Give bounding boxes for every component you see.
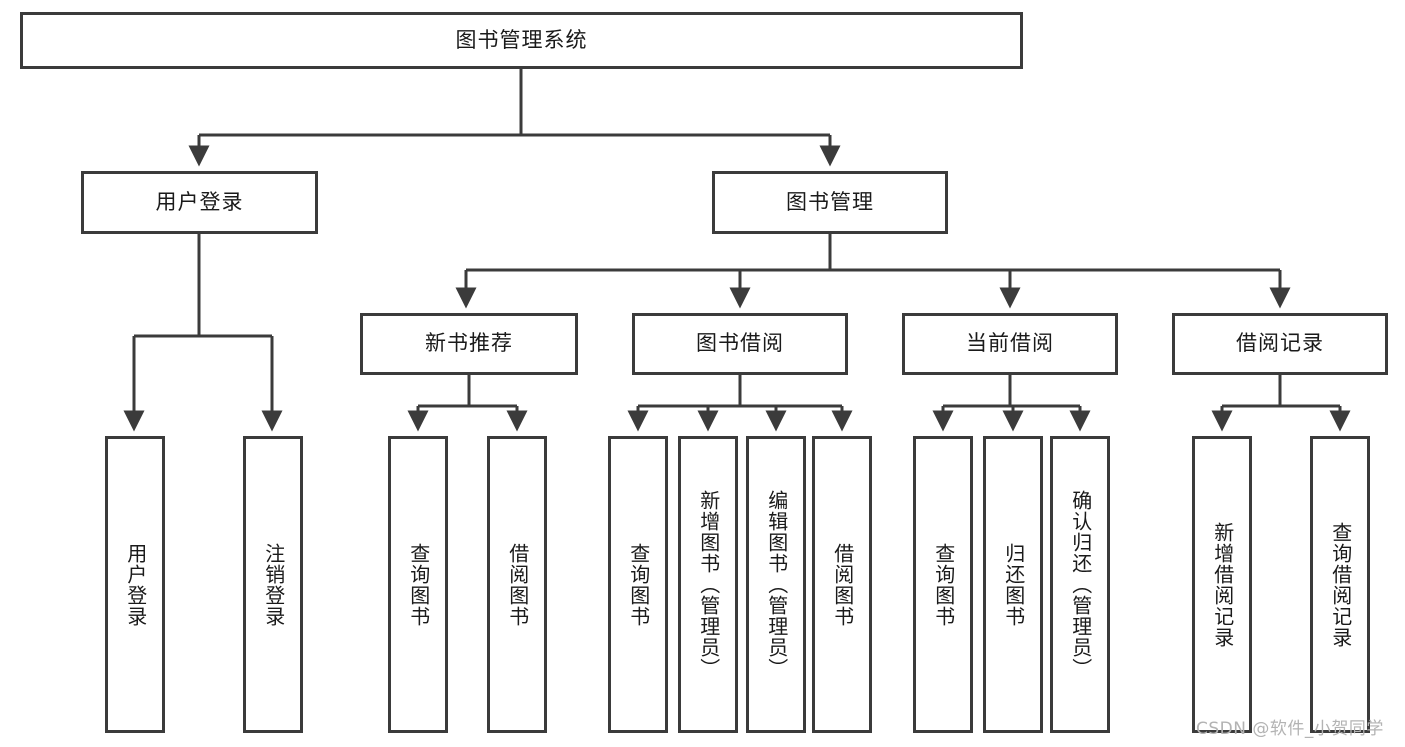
node-borrow-record[interactable]: 借阅记录 — [1172, 313, 1388, 375]
node-current-borrow[interactable]: 当前借阅 — [902, 313, 1118, 375]
node-root-label: 图书管理系统 — [455, 27, 588, 52]
leaf-add-borrow-record[interactable]: 新增借阅记录 — [1192, 436, 1252, 733]
node-new-book-recommend[interactable]: 新书推荐 — [360, 313, 578, 375]
node-user-login-label: 用户登录 — [155, 189, 244, 214]
leaf-borrow-book[interactable]: 借阅图书 — [812, 436, 872, 733]
leaf-edit-book-admin-label: 编辑图书（管理员） — [764, 490, 789, 679]
leaf-edit-book-admin[interactable]: 编辑图书（管理员） — [746, 436, 806, 733]
leaf-confirm-return-admin[interactable]: 确认归还（管理员） — [1050, 436, 1110, 733]
leaf-query-borrow-record[interactable]: 查询借阅记录 — [1310, 436, 1370, 733]
leaf-confirm-return-admin-label: 确认归还（管理员） — [1068, 490, 1093, 679]
node-new-book-recommend-label: 新书推荐 — [425, 331, 513, 356]
node-user-login[interactable]: 用户登录 — [81, 171, 318, 234]
csdn-watermark: CSDN @软件_小贺同学 — [1196, 719, 1384, 739]
leaf-borrow-book-label: 借阅图书 — [830, 542, 855, 627]
leaf-logout-label: 注销登录 — [261, 542, 286, 627]
node-book-borrow[interactable]: 图书借阅 — [632, 313, 848, 375]
node-borrow-record-label: 借阅记录 — [1236, 331, 1324, 356]
leaf-query-borrow-record-label: 查询借阅记录 — [1328, 521, 1353, 648]
node-book-management[interactable]: 图书管理 — [712, 171, 948, 234]
leaf-user-login-label: 用户登录 — [123, 542, 148, 627]
node-book-borrow-label: 图书借阅 — [696, 331, 784, 356]
leaf-add-book-admin[interactable]: 新增图书（管理员） — [678, 436, 738, 733]
leaf-query-book-label: 查询图书 — [626, 542, 651, 627]
leaf-borrow-book-new-label: 借阅图书 — [505, 542, 530, 627]
leaf-borrow-book-new[interactable]: 借阅图书 — [487, 436, 547, 733]
node-current-borrow-label: 当前借阅 — [966, 331, 1054, 356]
leaf-add-book-admin-label: 新增图书（管理员） — [696, 490, 721, 679]
leaf-user-login[interactable]: 用户登录 — [105, 436, 165, 733]
node-root[interactable]: 图书管理系统 — [20, 12, 1023, 69]
leaf-logout[interactable]: 注销登录 — [243, 436, 303, 733]
leaf-query-book-new-label: 查询图书 — [406, 542, 431, 627]
leaf-query-book-current[interactable]: 查询图书 — [913, 436, 973, 733]
leaf-query-book[interactable]: 查询图书 — [608, 436, 668, 733]
leaf-query-book-current-label: 查询图书 — [931, 542, 956, 627]
node-book-management-label: 图书管理 — [786, 189, 874, 214]
leaf-query-book-new[interactable]: 查询图书 — [388, 436, 448, 733]
leaf-return-book[interactable]: 归还图书 — [983, 436, 1043, 733]
leaf-add-borrow-record-label: 新增借阅记录 — [1210, 521, 1235, 648]
leaf-return-book-label: 归还图书 — [1001, 542, 1026, 627]
